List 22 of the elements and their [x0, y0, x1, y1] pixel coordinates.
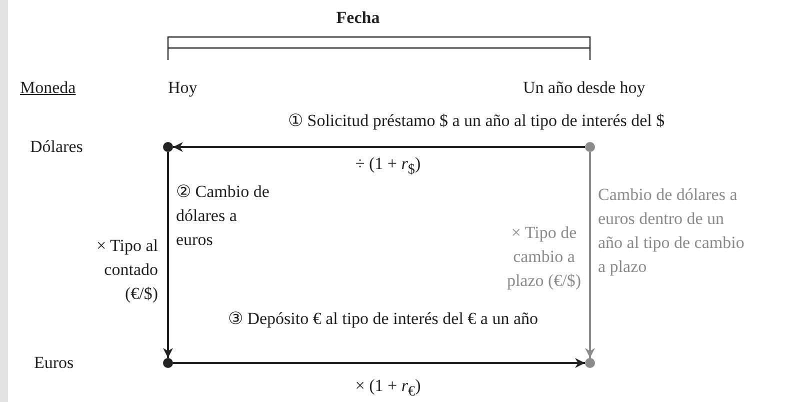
- text-label: ÷ (1 + r$_{$}$): [354, 153, 422, 180]
- text-label: Dólares: [30, 136, 84, 158]
- edge-label: ③ Depósito € al tipo de interés del € a un año: [226, 308, 540, 330]
- text-label: Euros: [34, 352, 75, 374]
- axis-title: Moneda: [20, 77, 77, 99]
- edge-label: ① Solicitud préstamo $ a un año al tipo de interés del $: [288, 110, 666, 132]
- axis-title: Fecha: [335, 7, 381, 29]
- text-label: × Tipo al contado (€/$): [95, 235, 158, 305]
- text-label: × Tipo de cambio a plazo (€/$): [506, 222, 582, 292]
- dot: [163, 358, 173, 368]
- arrow: [173, 142, 585, 152]
- text-label: × (1 + r$_{€}$): [354, 375, 422, 402]
- text-label: Hoy: [168, 77, 198, 99]
- dot: [585, 358, 595, 368]
- text-label: Un año desde hoy: [523, 77, 646, 99]
- arrow: [163, 152, 173, 358]
- dot: [163, 142, 173, 152]
- dot: [585, 142, 595, 152]
- edge-label: Cambio de dólares a euros dentro de un año al tipo de cambio a plazo: [598, 184, 746, 278]
- arrow: [585, 152, 595, 358]
- arrow: [173, 358, 585, 368]
- edge-label: ② Cambio de dólares a euros: [176, 181, 270, 251]
